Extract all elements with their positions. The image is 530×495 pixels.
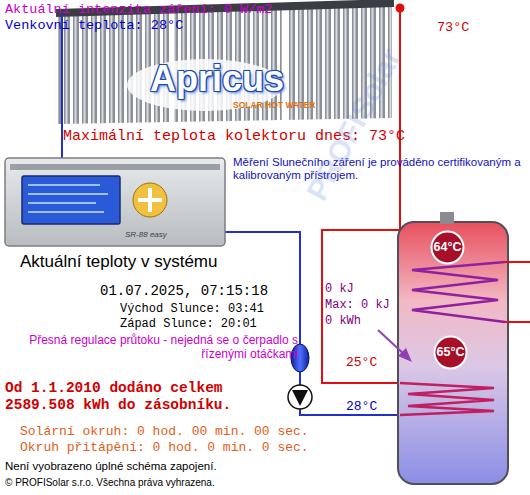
cold-pipe (61, 14, 63, 170)
sunrise-time: Východ Slunce: 03:41 (120, 303, 264, 317)
controller-unit: SR-88 easy (5, 158, 225, 246)
measurement-note: Měření Slunečního záření je prováděno ce… (233, 156, 525, 182)
control-pad (133, 183, 167, 217)
brand-tagline: SOLAR HOT WATER (233, 101, 315, 111)
controller-rail (10, 164, 220, 170)
lcd-line (28, 202, 96, 204)
irradiance-reading: Aktuální intenzita záření: 0 W/m2 (5, 2, 272, 18)
brand-logo: Apricus (150, 58, 284, 99)
temperature-value: 65°C (437, 345, 465, 359)
leader-arrow (378, 330, 406, 356)
pump-symbol (288, 385, 312, 409)
controller-housing (5, 158, 225, 246)
date-time: 01.07.2025, 07:15:18 (100, 283, 268, 299)
controller-model: SR-88 easy (125, 230, 167, 239)
heating-runtime: Okruh přitápění: 0 hod. 0 min. 0 sec. (20, 441, 309, 456)
sensor-dot (396, 4, 405, 13)
section-heading: Aktuální teploty v systému (20, 252, 217, 272)
lcd-line (28, 193, 108, 195)
lcd-line (28, 211, 104, 213)
return-temperature: 25°C (346, 356, 377, 371)
circle-shape (435, 337, 467, 369)
outdoor-temperature: Venkovní teplota: 28°C (5, 18, 183, 34)
controller-lcd (22, 176, 120, 224)
tank-outlet (440, 212, 454, 224)
heating-pipe (505, 262, 530, 322)
leader-arrowhead (398, 348, 412, 362)
storage-tank (398, 222, 508, 484)
schema-note: Není vyobrazeno úplné schéma zapojení. (5, 460, 217, 473)
copyright-note: © PROFISolar s.r.o. Všechna práva vyhraz… (5, 477, 215, 489)
upper-coil (412, 262, 505, 322)
lcd-line (28, 184, 100, 186)
temperature-circle: 65°C (433, 335, 468, 370)
solar-coil (400, 383, 494, 415)
delivered-energy: Od 1.1.2010 dodáno celkem 2589.508 kWh d… (5, 380, 237, 413)
energy-reading: 0 kJ (325, 283, 354, 297)
control-pad-cross (138, 188, 162, 212)
circle-shape (432, 232, 464, 264)
temperature-circle: 64°C (430, 230, 465, 265)
sunset-time: Západ Slunce: 20:01 (120, 318, 257, 332)
pump-triangle (292, 390, 308, 406)
temperature-value: 64°C (434, 240, 462, 254)
solar-runtime: Solární okruh: 0 hod. 00 min. 00 sec. (20, 425, 309, 440)
supply-temperature: 28°C (346, 400, 377, 415)
collector-temperature: 73°C (437, 20, 469, 36)
energy-max: Max: 0 kJ (325, 299, 390, 313)
energy-kwh: 0 kWh (325, 315, 361, 329)
flow-note: Přesná regulace průtoku - nejedná se o č… (14, 334, 298, 362)
